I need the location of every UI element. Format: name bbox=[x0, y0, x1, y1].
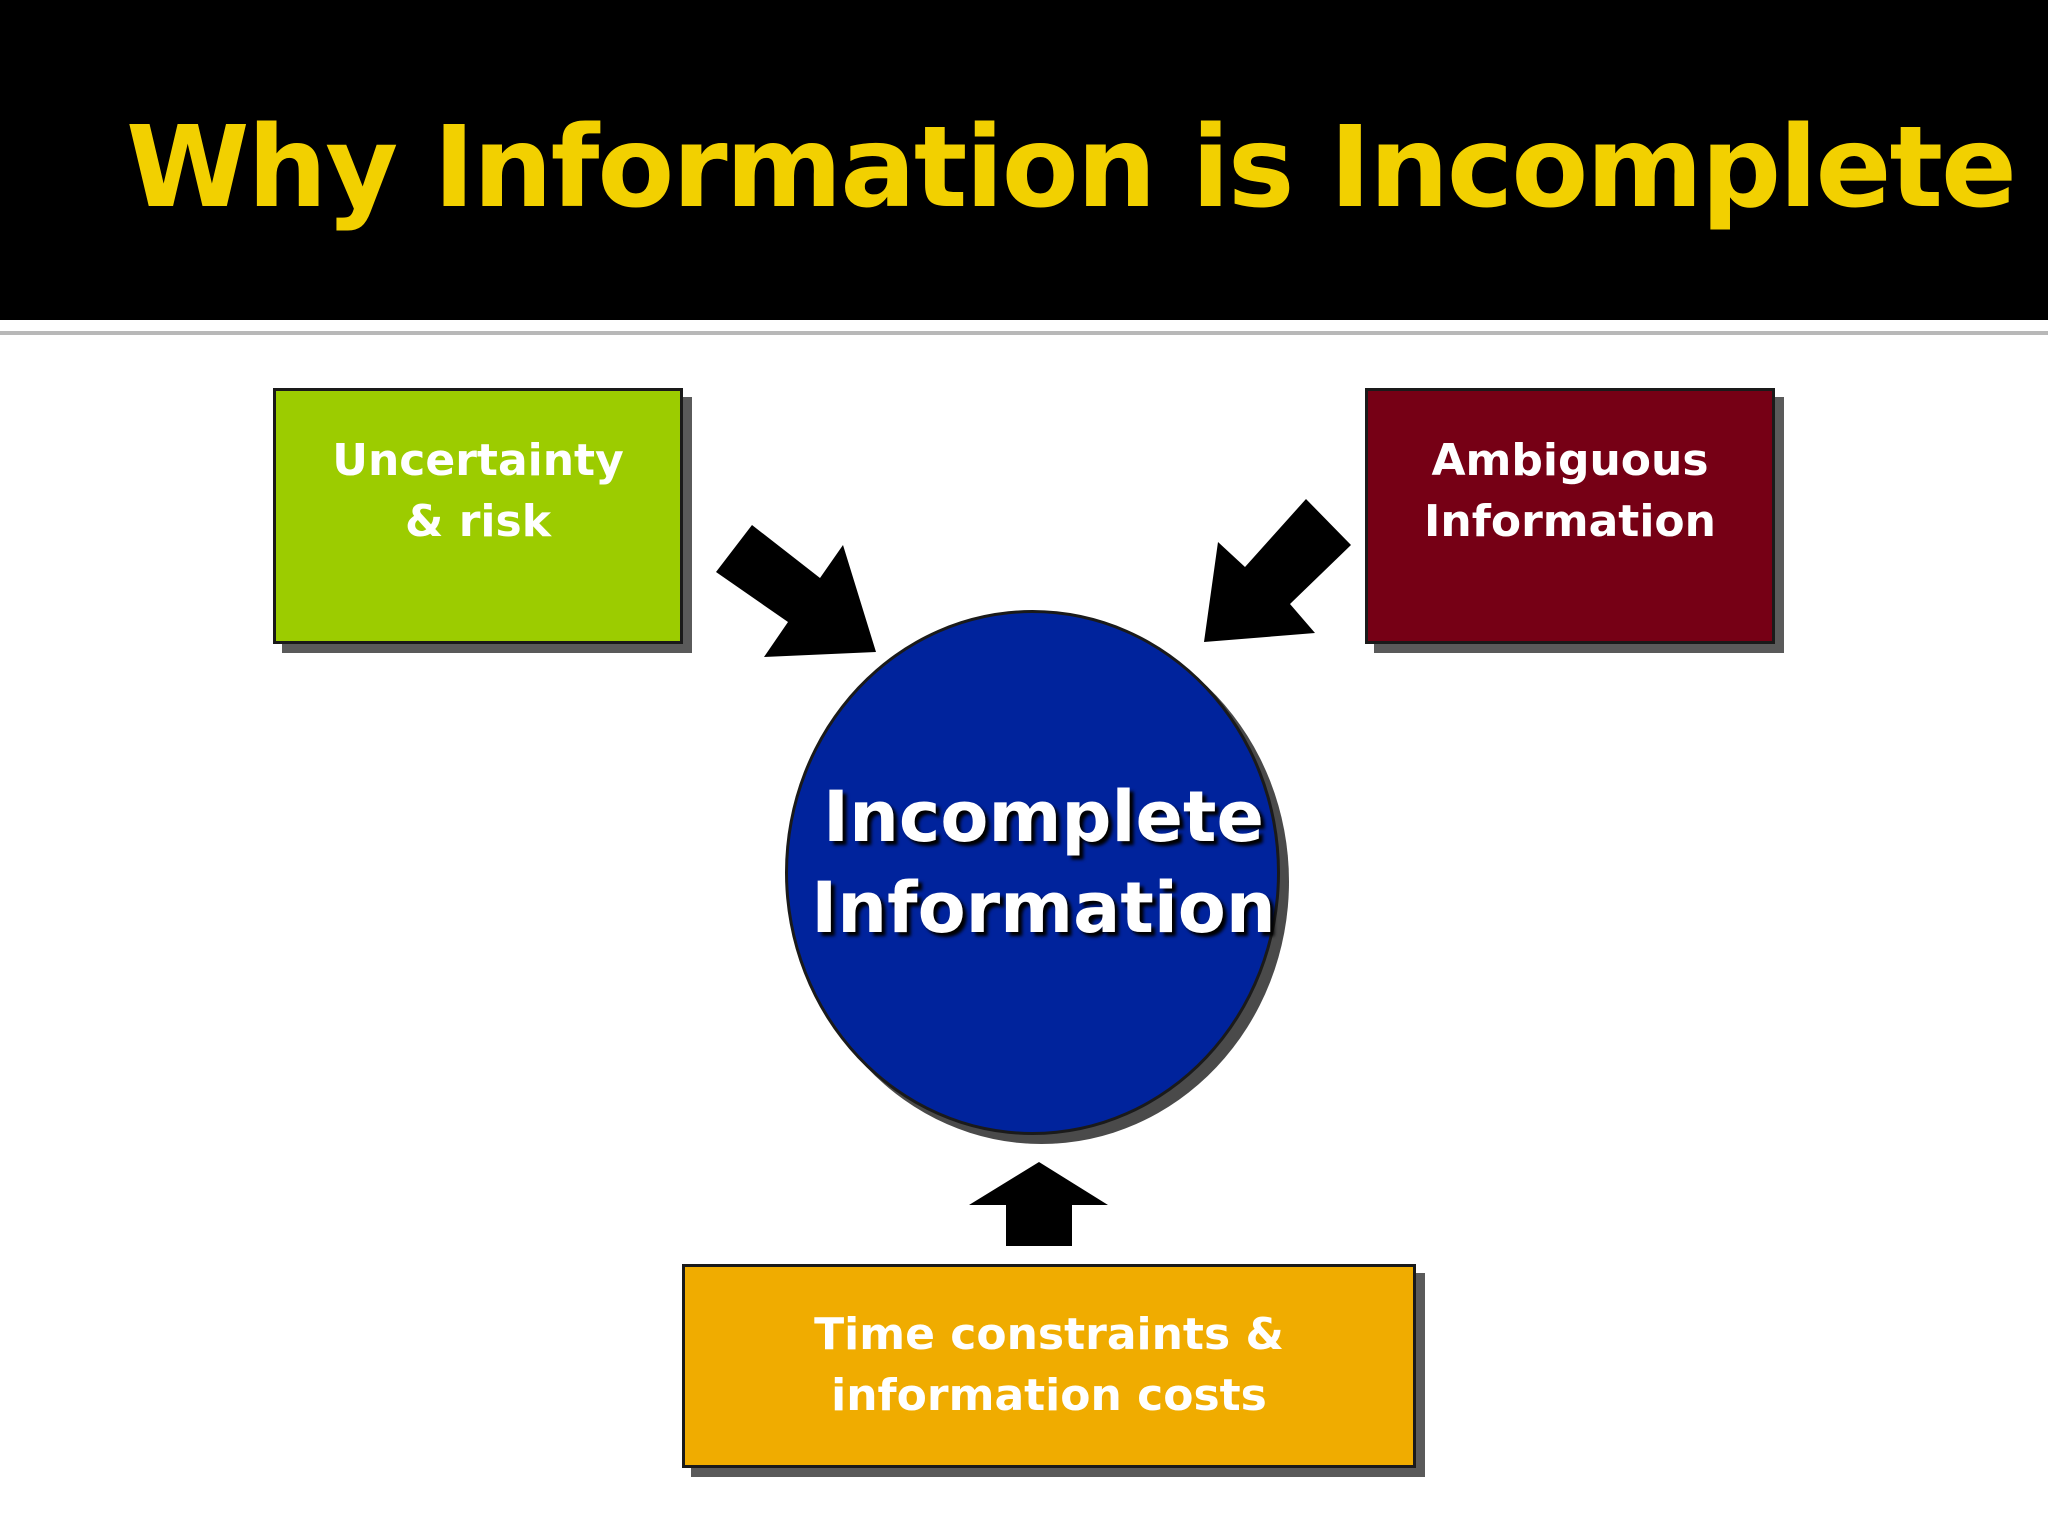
title-divider-gray bbox=[0, 331, 2048, 335]
uncertainty-risk-box: Uncertainty & risk bbox=[273, 388, 683, 644]
time-constraints-box: Time constraints & information costs bbox=[682, 1264, 1416, 1468]
incomplete-information-label: Incomplete Information bbox=[811, 775, 1276, 949]
slide-title: Why Information is Incomplete bbox=[126, 103, 2017, 233]
arrow-from-ambiguous-icon bbox=[1204, 499, 1351, 642]
incomplete-information-circle: Incomplete Information bbox=[785, 610, 1280, 1135]
arrow-from-time-constraints-icon bbox=[969, 1162, 1108, 1246]
time-constraints-label: Time constraints & information costs bbox=[814, 1309, 1284, 1421]
ambiguous-information-label: Ambiguous Information bbox=[1424, 435, 1716, 547]
arrow-from-uncertainty-icon bbox=[716, 525, 876, 657]
ambiguous-information-box: Ambiguous Information bbox=[1365, 388, 1775, 644]
title-bar: Why Information is Incomplete bbox=[0, 0, 2048, 320]
title-divider-white bbox=[0, 320, 2048, 327]
uncertainty-risk-label: Uncertainty & risk bbox=[332, 435, 624, 547]
